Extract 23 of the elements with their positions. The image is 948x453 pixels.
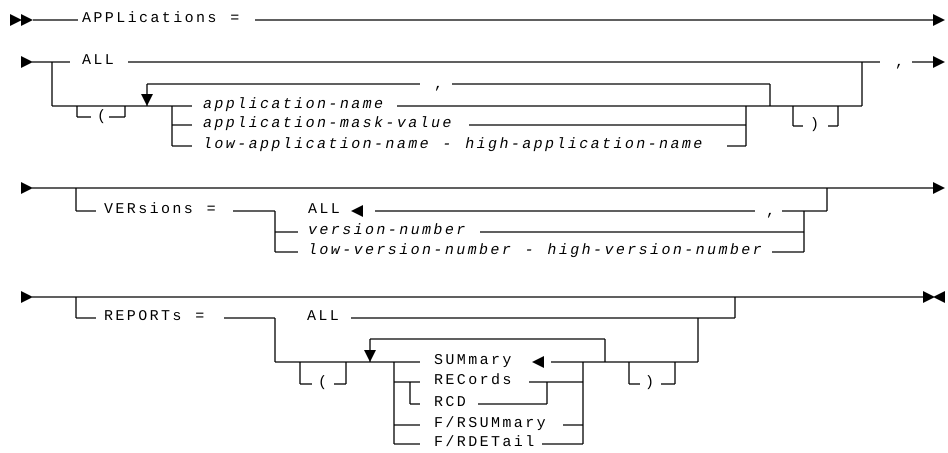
syntax-keyword: ALL [82,53,116,69]
syntax-symbol: ( [318,375,330,391]
syntax-variable: low-application-name - high-application-name [203,137,705,153]
syntax-symbol: ( [97,109,108,125]
syntax-variable: low-version-number - high-version-number [308,243,764,259]
syntax-variable: application-name [203,97,386,113]
syntax-variable: version-number [308,223,468,239]
syntax-symbol: , [434,77,446,93]
syntax-keyword: APPLications = [82,11,242,27]
syntax-keyword: F/RSUMmary [434,416,548,432]
syntax-keyword: F/RDETail [434,435,537,451]
syntax-keyword: ALL [308,202,342,218]
syntax-variable: application-mask-value [203,116,454,132]
syntax-symbol: , [766,204,778,220]
syntax-keyword: SUMmary [434,353,514,369]
syntax-symbol: ) [645,375,656,391]
syntax-keyword: RECords [434,373,514,389]
syntax-keyword: REPORTs = [104,309,207,325]
syntax-keyword: ALL [307,309,342,325]
syntax-symbol: , [895,55,906,71]
syntax-keyword: VERsions = [104,202,218,218]
syntax-keyword: RCD [434,395,468,411]
syntax-symbol: ) [810,117,822,133]
